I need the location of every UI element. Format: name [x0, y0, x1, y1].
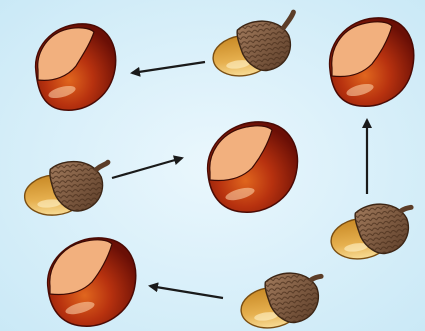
diagram-svg [0, 0, 425, 331]
acorn-chestnut-diagram [0, 0, 425, 331]
